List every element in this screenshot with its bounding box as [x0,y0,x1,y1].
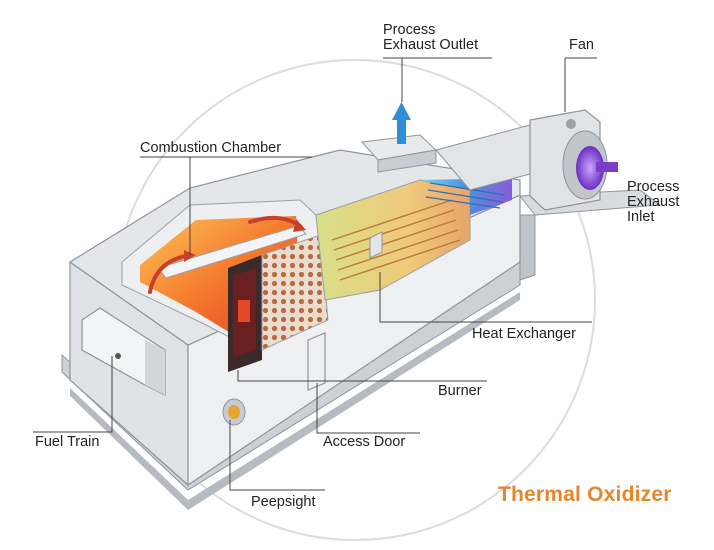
fuel-train-label: Fuel Train [35,434,100,450]
access-door [307,332,326,391]
combustion-chamber-cutaway [121,199,329,372]
process-exhaust-outlet-label: Process Exhaust Outlet [383,23,478,53]
peepsight-label: Peepsight [251,494,316,510]
combustion-chamber-label: Combustion Chamber [140,140,282,156]
fan-icon [529,109,618,211]
fan-label: Fan [569,37,594,53]
process-exhaust-inlet-line1: Process [627,179,680,195]
process-exhaust-outlet-line2: Exhaust Outlet [383,37,479,53]
heat-exchanger-label: Heat Exchanger [472,326,576,342]
process-exhaust-inlet-line3: Inlet [627,209,655,225]
access-door-label: Access Door [323,434,406,450]
process-exhaust-outlet-line1: Process [383,22,436,38]
peepsight-icon [222,398,246,426]
leader-lines [33,57,597,491]
process-exhaust-inlet-line2: Exhaust [627,194,680,210]
process-exhaust-inlet-label: Process Exhaust Inlet [627,180,679,225]
burner-icon [238,300,250,322]
fuel-train-panel [81,307,166,396]
exhaust-arrow-icon [392,102,411,144]
heat-exchanger-cutaway [315,178,512,301]
diagram-title: Thermal Oxidizer [498,483,672,506]
burner-label: Burner [438,383,482,399]
